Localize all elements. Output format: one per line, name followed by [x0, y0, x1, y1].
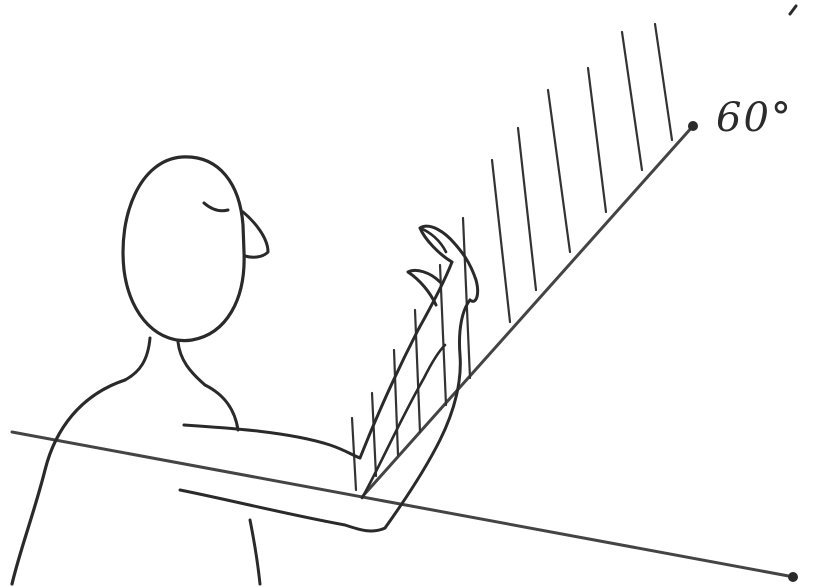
- raised-arm-inner: [385, 300, 470, 528]
- angle-hatching: [352, 24, 672, 490]
- hatch-line: [622, 32, 642, 170]
- torso-right: [250, 520, 260, 584]
- angle-line: [362, 126, 693, 497]
- hatch-line: [588, 68, 606, 212]
- torso-left: [12, 380, 125, 584]
- nose: [243, 212, 268, 257]
- horizontal-line-endpoint: [788, 572, 798, 582]
- near-arm-top: [184, 425, 360, 458]
- angle-line-endpoint: [688, 121, 698, 131]
- hatch-line: [655, 24, 672, 140]
- hatch-line: [394, 350, 398, 455]
- hatch-line: [492, 160, 510, 322]
- hatch-line: [463, 218, 470, 378]
- closed-eye: [204, 203, 228, 211]
- stray-mark: [790, 6, 796, 14]
- neck-right: [178, 342, 205, 385]
- angle-label: 60°: [716, 98, 793, 138]
- neck-left: [125, 338, 150, 380]
- hatch-line: [518, 128, 536, 290]
- head: [123, 157, 244, 341]
- torso-right-shoulder: [205, 385, 238, 430]
- hatch-line: [548, 90, 570, 252]
- hatch-line: [372, 393, 376, 476]
